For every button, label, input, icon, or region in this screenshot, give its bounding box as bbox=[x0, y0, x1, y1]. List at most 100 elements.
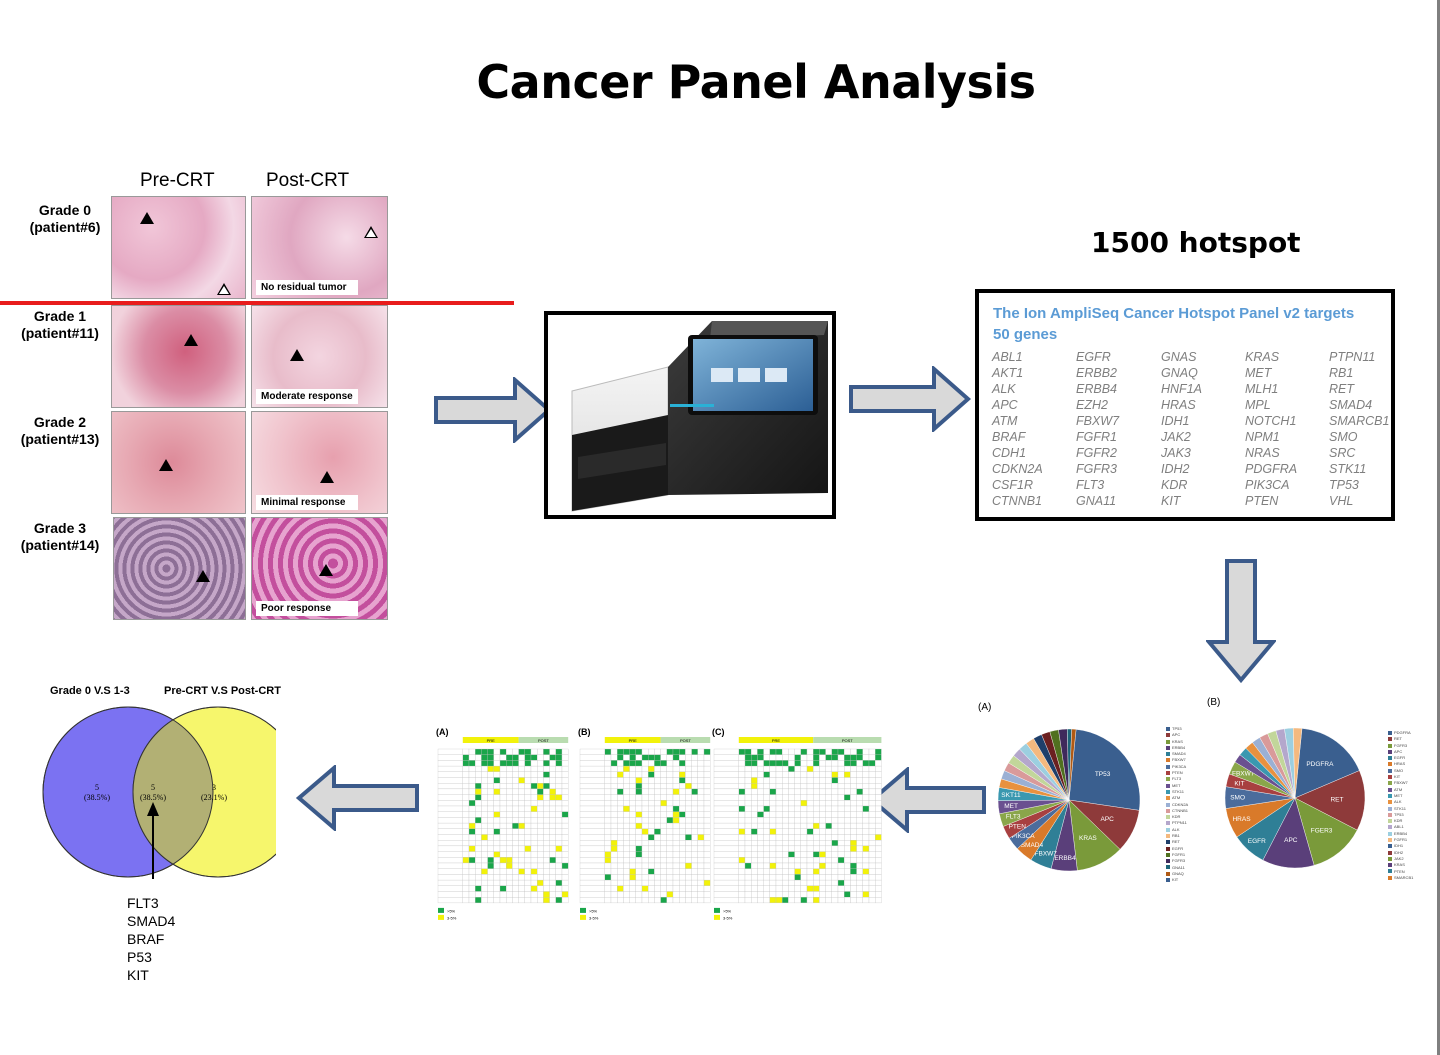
heatmap-cell bbox=[518, 891, 525, 898]
heatmap-cell bbox=[641, 868, 649, 875]
legend-item: GNAQ bbox=[1166, 871, 1188, 877]
heatmap-cell bbox=[481, 817, 488, 824]
heatmap-cell bbox=[806, 748, 814, 755]
response-caption: Moderate response bbox=[256, 389, 358, 404]
heatmap-cell bbox=[561, 857, 569, 864]
heatmap-cell bbox=[856, 817, 863, 824]
heatmap-cell bbox=[666, 897, 674, 904]
heatmap-cell bbox=[744, 788, 752, 795]
heatmap-cell bbox=[831, 834, 839, 841]
heatmap-cell bbox=[738, 777, 746, 784]
heatmap-cell bbox=[561, 765, 569, 772]
heatmap-cell bbox=[506, 811, 513, 818]
heatmap-cell bbox=[629, 754, 636, 761]
heatmap-cell bbox=[813, 874, 820, 881]
gene-name: RB1 bbox=[1329, 366, 1354, 380]
heatmap-cell bbox=[610, 897, 618, 904]
legend-label: KIT bbox=[1172, 877, 1179, 883]
post-crt-heading: Post-CRT bbox=[266, 170, 350, 191]
heatmap-cell bbox=[530, 777, 538, 784]
heatmap-row-header bbox=[713, 857, 739, 864]
heatmap-cell bbox=[819, 754, 826, 761]
heatmap-cell bbox=[641, 857, 649, 864]
heatmap-cell bbox=[825, 845, 832, 852]
heatmap-cell bbox=[641, 874, 649, 881]
heatmap-cell bbox=[868, 868, 876, 875]
heatmap-cell bbox=[543, 760, 550, 767]
heatmap-cell bbox=[819, 777, 826, 784]
heatmap-cell bbox=[794, 897, 801, 904]
heatmap-cell bbox=[604, 851, 612, 858]
heatmap-cell bbox=[610, 857, 618, 864]
heatmap-cell bbox=[641, 760, 649, 767]
heatmap-cell bbox=[856, 862, 863, 869]
heatmap-cell bbox=[506, 748, 513, 755]
heatmap-cell bbox=[775, 857, 783, 864]
gene-name: FLT3 bbox=[127, 895, 159, 911]
heatmap-cell bbox=[763, 748, 770, 755]
heatmap-cell bbox=[850, 800, 857, 807]
heatmap-cell bbox=[794, 834, 801, 841]
heatmap-cell bbox=[850, 771, 857, 778]
heatmap-cell bbox=[629, 748, 636, 755]
pre-crt-heading: Pre-CRT bbox=[140, 170, 215, 191]
heatmap-cell bbox=[844, 794, 851, 801]
heatmap-cell bbox=[543, 777, 550, 784]
heatmap-cell bbox=[685, 760, 692, 767]
heatmap-cell bbox=[660, 771, 667, 778]
heatmap-cell bbox=[806, 788, 814, 795]
heatmap-cell bbox=[537, 800, 544, 807]
heatmap-cell bbox=[685, 771, 692, 778]
heatmap-cell bbox=[610, 851, 618, 858]
legend-item: ATM bbox=[1166, 795, 1188, 801]
heatmap-cell bbox=[462, 879, 470, 886]
gene-name: FBXW7 bbox=[1076, 414, 1120, 428]
heatmap-cell bbox=[475, 891, 482, 898]
heatmap-cell bbox=[757, 874, 764, 881]
heatmap-cell bbox=[512, 897, 519, 904]
heatmap-cell bbox=[868, 760, 876, 767]
legend-item: RET bbox=[1166, 839, 1188, 845]
gene-name: MET bbox=[1245, 366, 1272, 380]
heatmap-cell bbox=[868, 834, 876, 841]
heatmap-cell bbox=[782, 885, 789, 892]
heatmap-cell bbox=[506, 834, 513, 841]
heatmap-row-header bbox=[713, 885, 739, 892]
legend-swatch bbox=[1166, 859, 1170, 864]
heatmap-cell bbox=[775, 897, 783, 904]
legend-swatch bbox=[1166, 808, 1170, 813]
heatmap-cell bbox=[475, 760, 482, 767]
heatmap-cell bbox=[468, 868, 476, 875]
heatmap-cell bbox=[806, 794, 814, 801]
heatmap-cell bbox=[629, 879, 636, 886]
legend-swatch bbox=[1388, 875, 1392, 880]
legend-item: ALK bbox=[1166, 827, 1188, 833]
heatmap-cell bbox=[763, 845, 770, 852]
heatmap-cell bbox=[703, 794, 711, 801]
heatmap-cell bbox=[561, 788, 569, 795]
heatmap-cell bbox=[697, 765, 705, 772]
heatmap-cell bbox=[499, 817, 507, 824]
heatmap-cell bbox=[850, 811, 857, 818]
heatmap-cell bbox=[697, 840, 705, 847]
heatmap-cell bbox=[738, 788, 746, 795]
heatmap-cell bbox=[617, 845, 624, 852]
heatmap-cell bbox=[862, 777, 870, 784]
heatmap-cell bbox=[763, 817, 770, 824]
heatmap-cell bbox=[844, 800, 851, 807]
heatmap-cell bbox=[561, 845, 569, 852]
heatmap-cell bbox=[518, 765, 525, 772]
heatmap-cell bbox=[629, 868, 636, 875]
heatmap-cell bbox=[561, 840, 569, 847]
heatmap-cell bbox=[506, 788, 513, 795]
heatmap-cell bbox=[825, 794, 832, 801]
legend-item: KDR bbox=[1388, 818, 1413, 824]
heatmap-cell bbox=[679, 834, 686, 841]
heatmap-cell bbox=[856, 765, 863, 772]
heatmap-cell bbox=[666, 788, 674, 795]
gene-panel-title-line1: The Ion AmpliSeq Cancer Hotspot Panel v2… bbox=[993, 305, 1355, 322]
heatmap-cell bbox=[744, 874, 752, 881]
legend-swatch bbox=[1388, 800, 1392, 805]
heatmap-cell bbox=[875, 840, 882, 847]
